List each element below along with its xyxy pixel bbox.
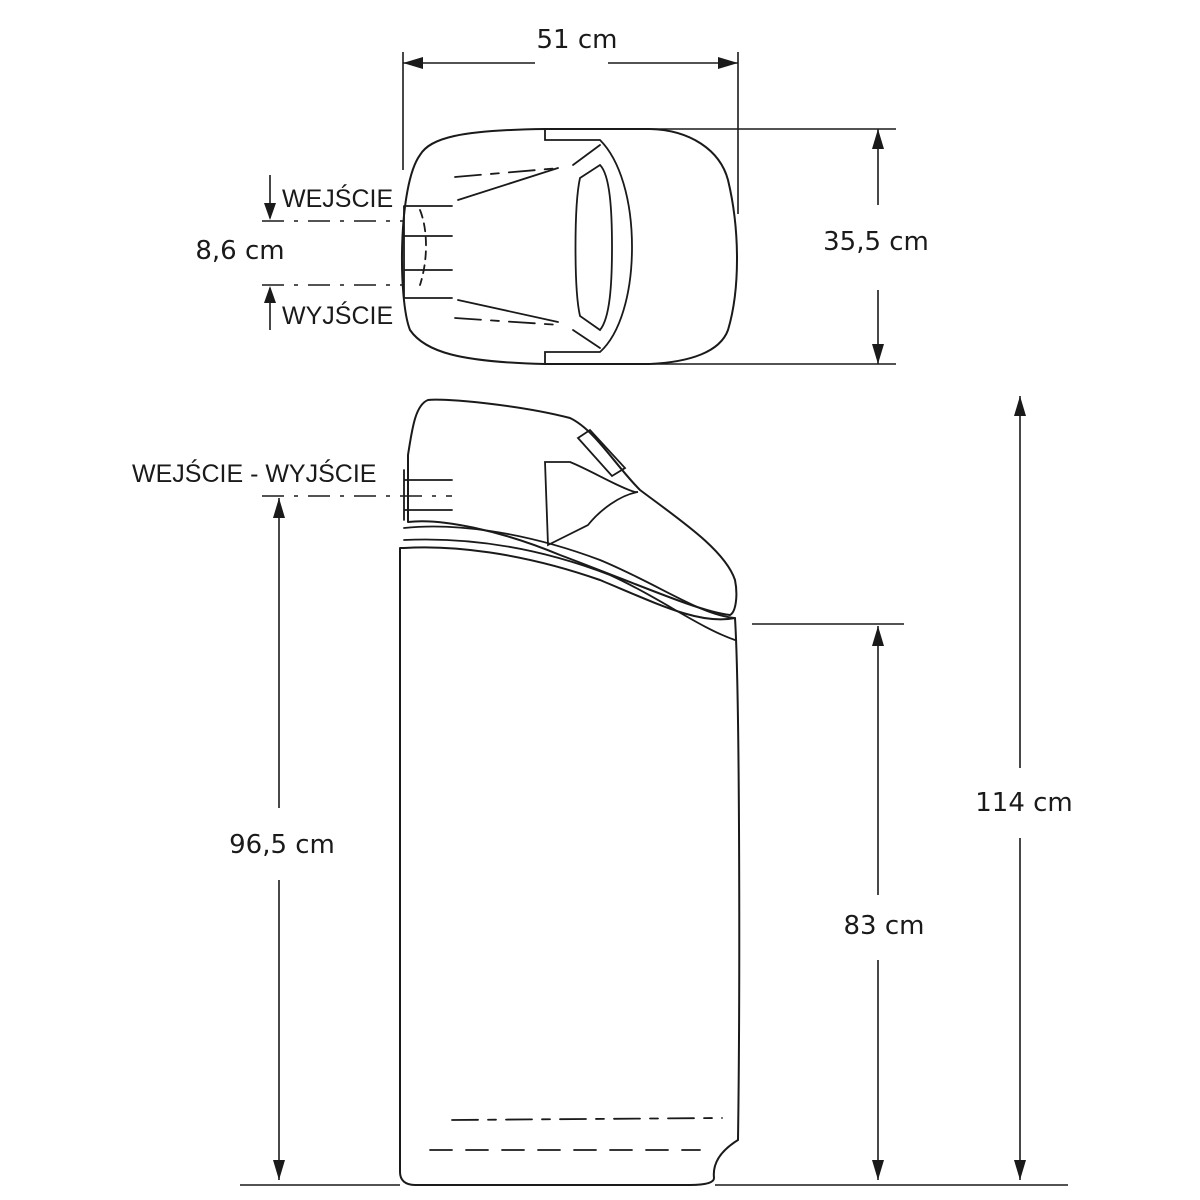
top-view-handle — [574, 163, 613, 332]
top-view-hidden-line-upper — [454, 167, 561, 178]
top-view: 51 cm 35,5 cm 8,6 cm WEJŚCIE WYJŚCIE — [195, 25, 929, 365]
inlet-label: WEJŚCIE — [282, 183, 393, 213]
outlet-label: WYJŚCIE — [282, 300, 393, 330]
top-view-hidden-line-upper-2 — [457, 167, 559, 201]
top-view-hidden-line-lower-2 — [457, 299, 559, 323]
side-view-lid — [407, 398, 738, 616]
top-view-handle-edge-lower — [572, 329, 601, 349]
inlet-outlet-label: WEJŚCIE - WYJŚCIE — [132, 458, 376, 488]
side-view-lid-handle — [576, 428, 627, 478]
port-spacing-label: 8,6 cm — [195, 236, 284, 266]
top-view-lid-panel — [544, 128, 633, 365]
side-view-cabinet — [399, 546, 741, 1186]
lid-height-label: 83 cm — [844, 911, 925, 941]
side-view-lid-band — [403, 525, 736, 619]
port-height-label: 96,5 cm — [229, 830, 335, 860]
top-view-hidden-line-lower — [454, 317, 561, 326]
side-view-lid-band-2 — [403, 538, 736, 641]
side-view-lid-window — [544, 461, 639, 547]
top-view-port-bracket — [403, 205, 453, 299]
side-view: WEJŚCIE - WYJŚCIE 96,5 cm 83 cm 114 cm — [132, 396, 1073, 1186]
depth-dimension-label: 35,5 cm — [823, 227, 929, 257]
top-view-body-outline — [400, 128, 738, 365]
top-view-handle-edge-upper — [572, 144, 601, 166]
top-view-port-curve — [419, 209, 427, 286]
width-dimension-label: 51 cm — [537, 25, 618, 55]
side-view-port-stubs — [403, 469, 453, 521]
side-view-base-hidden-line — [451, 1117, 723, 1121]
total-height-label: 114 cm — [975, 788, 1073, 818]
